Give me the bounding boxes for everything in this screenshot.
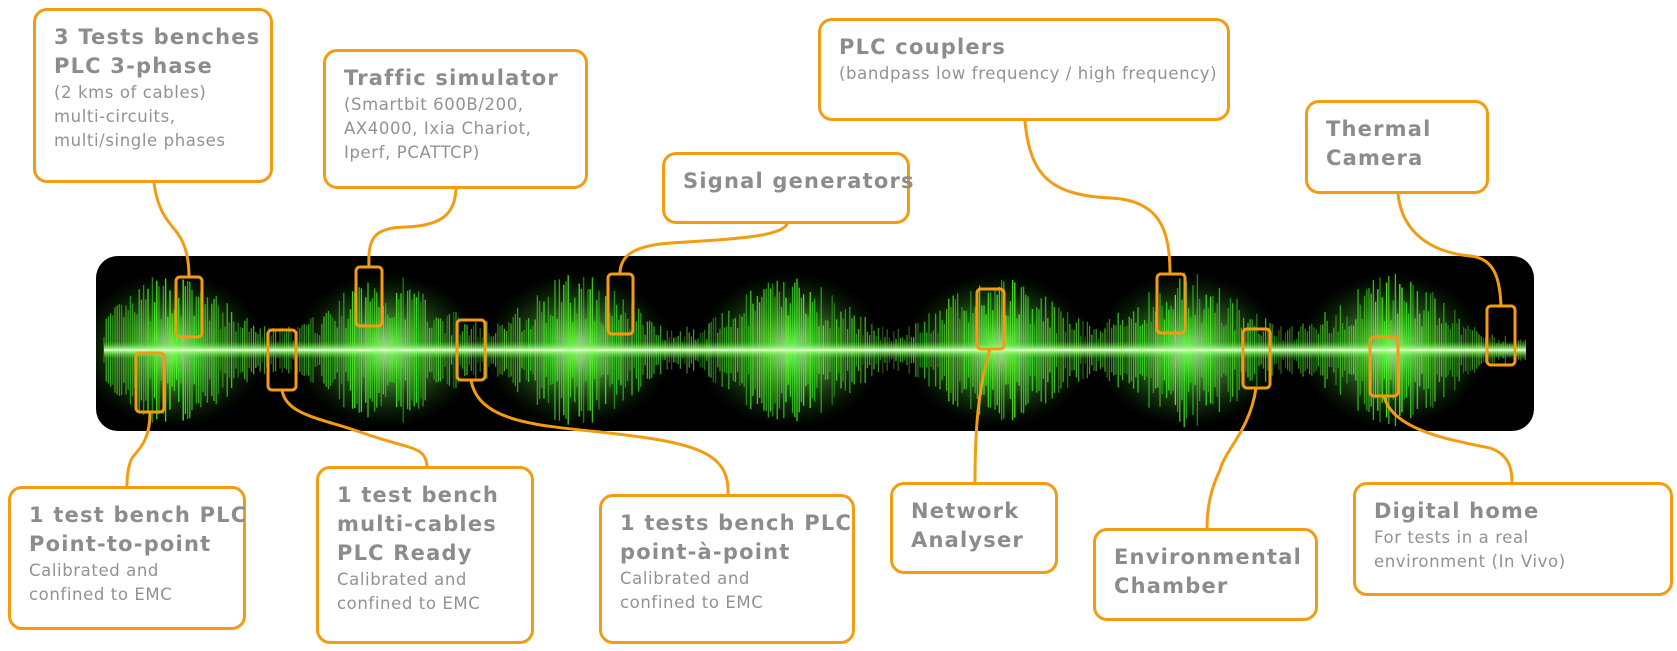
marker-thermal-camera <box>1485 304 1517 367</box>
connector-environmental-chamber <box>1205 386 1258 530</box>
marker-network-analyser <box>975 287 1006 351</box>
callout-title-line: 1 test bench PLC <box>29 503 248 527</box>
callout-traffic-simulator: Traffic simulator (Smartbit 600B/200, AX40… <box>323 49 588 189</box>
callout-title-line: PLC couplers <box>839 35 1007 59</box>
connector-signal-generators <box>618 222 789 276</box>
callout-title-line: Traffic simulator <box>344 66 559 90</box>
marker-digital-home <box>1368 335 1400 398</box>
equipment-markers <box>134 265 1517 414</box>
callout-description-line: confined to EMC <box>620 593 764 612</box>
connector-plc-couplers <box>1023 119 1172 276</box>
callout-description: Calibrated and confined to EMC <box>620 567 834 615</box>
connector-bench-point-to-point <box>125 410 152 488</box>
callout-title-line: 3 Tests benches <box>54 25 261 49</box>
callout-description-line: confined to EMC <box>337 594 481 613</box>
connector-network-analyser <box>973 347 992 484</box>
callout-title-line: PLC Ready <box>337 541 473 565</box>
callout-title: Digital home <box>1374 497 1652 526</box>
connector-bench-point-a-point <box>469 378 730 496</box>
callout-description-line: confined to EMC <box>29 585 173 604</box>
callout-description: (Smartbit 600B/200, AX4000, Ixia Chariot,… <box>344 93 567 165</box>
callout-description-line: Calibrated and <box>29 561 159 580</box>
callout-description: (bandpass low frequency / high frequency… <box>839 62 1218 86</box>
callout-title-line: Camera <box>1326 146 1424 170</box>
callout-title: 1 test bench PLC Point-to-point <box>29 501 248 559</box>
waveform-signal <box>96 272 1526 428</box>
callout-plc-couplers: PLC couplers (bandpass low frequency / hi… <box>818 18 1230 121</box>
callout-description-line: AX4000, Ixia Chariot, <box>344 119 532 138</box>
marker-traffic-simulator <box>354 265 384 328</box>
callout-title-line: Point-to-point <box>29 532 212 556</box>
callout-description: Calibrated and confined to EMC <box>337 568 513 616</box>
callout-title-line: point-à-point <box>620 540 791 564</box>
callout-title-line: Analyser <box>911 528 1024 552</box>
callout-title-line: multi-cables <box>337 512 497 536</box>
callout-title: PLC couplers <box>839 33 1209 62</box>
callout-description-line: environment (In Vivo) <box>1374 552 1566 571</box>
callout-title-line: Signal generators <box>683 169 915 193</box>
connector-thermal-camera <box>1396 192 1503 308</box>
marker-signal-generators <box>606 272 635 336</box>
connector-digital-home <box>1382 394 1514 484</box>
marker-bench-point-a-point <box>455 318 487 382</box>
callout-title-line: 1 test bench <box>337 483 500 507</box>
connector-bench-multi-cables <box>280 388 429 468</box>
callout-description-line: multi/single phases <box>54 131 226 150</box>
callout-description: (2 kms of cables) multi-circuits, multi/si… <box>54 81 252 153</box>
waveform-core-line <box>104 341 1526 359</box>
marker-bench-3phase <box>174 275 204 339</box>
callout-description-line: Calibrated and <box>337 570 467 589</box>
callout-description-line: Iperf, PCATTCP) <box>344 143 480 162</box>
callout-description-line: (2 kms of cables) <box>54 83 207 102</box>
marker-bench-point-to-point <box>134 351 166 414</box>
callout-title-line: Digital home <box>1374 499 1540 523</box>
marker-plc-couplers <box>1155 272 1187 335</box>
marker-environmental-chamber <box>1241 327 1272 390</box>
callout-title: 1 tests bench PLC point-à-point <box>620 509 853 567</box>
callout-title: Signal generators <box>683 167 915 196</box>
callout-description-line: For tests in a real <box>1374 528 1529 547</box>
callout-title-line: PLC 3-phase <box>54 54 213 78</box>
callout-title: Traffic simulator <box>344 64 567 93</box>
callout-title-line: Environmental <box>1114 545 1302 569</box>
callout-description-line: multi-circuits, <box>54 107 176 126</box>
callout-title-line: 1 tests bench PLC <box>620 511 853 535</box>
marker-bench-multi-cables <box>266 328 298 392</box>
connector-bench-3phase <box>152 181 191 279</box>
callout-title-line: Thermal <box>1326 117 1432 141</box>
callout-description-line: Calibrated and <box>620 569 750 588</box>
callout-signal-generators: Signal generators <box>662 152 915 224</box>
callout-description: Calibrated and confined to EMC <box>29 559 225 607</box>
callout-title-line: Network <box>911 499 1020 523</box>
callout-title-line: Chamber <box>1114 574 1229 598</box>
connector-traffic-simulator <box>367 187 458 269</box>
connector-lines <box>125 119 1514 530</box>
callout-description-line: (bandpass low frequency / high frequency… <box>839 64 1218 83</box>
callout-description-line: (Smartbit 600B/200, <box>344 95 524 114</box>
callout-description: For tests in a real environment (In Vivo) <box>1374 526 1652 574</box>
